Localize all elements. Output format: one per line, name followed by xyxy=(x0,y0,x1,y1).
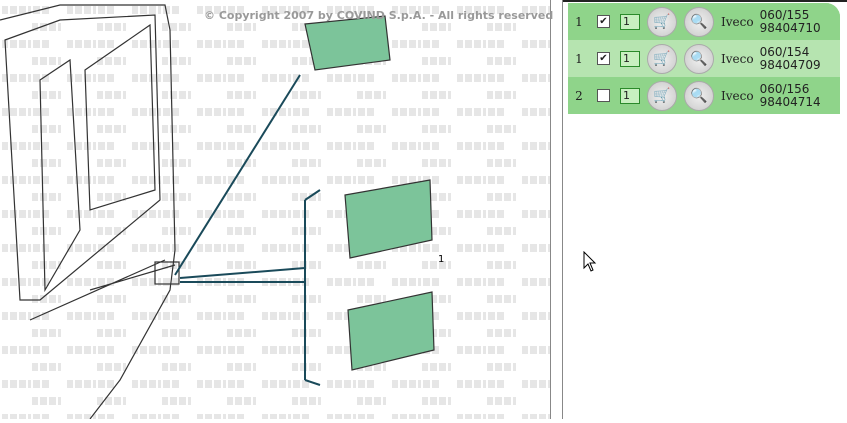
handle-part-1 xyxy=(304,15,391,71)
quantity-input[interactable]: 1 xyxy=(620,50,640,67)
quantity: 2 xyxy=(575,88,583,103)
leader-lines xyxy=(174,74,321,386)
top-border xyxy=(563,0,847,2)
select-checkbox[interactable]: ✔ xyxy=(597,52,610,65)
quantity: 1 xyxy=(575,51,583,66)
select-checkbox[interactable] xyxy=(597,89,610,102)
cart-icon[interactable]: 🛒 xyxy=(647,80,677,111)
part-code: 060/156 xyxy=(759,81,810,96)
cart-icon[interactable]: 🛒 xyxy=(647,43,677,74)
brand: Iveco xyxy=(721,88,754,103)
search-icon[interactable]: 🔍 xyxy=(684,80,714,111)
select-checkbox[interactable]: ✔ xyxy=(597,15,610,28)
part-code: 060/154 xyxy=(759,44,810,59)
ref-label: 1 xyxy=(438,254,444,265)
handle-part-2 xyxy=(344,179,433,259)
cart-icon[interactable]: 🛒 xyxy=(647,6,677,37)
quantity-input[interactable]: 1 xyxy=(620,87,640,104)
brand: Iveco xyxy=(721,51,754,66)
parts-diagram[interactable]: 1 © Copyright 2007 by COVIND S.p.A. - Al… xyxy=(0,0,554,420)
quantity: 1 xyxy=(575,14,583,29)
part-number: 98404714 xyxy=(759,94,821,109)
part-code: 060/155 xyxy=(759,7,810,22)
part-number: 98404709 xyxy=(759,57,821,72)
mouse-cursor-icon xyxy=(583,251,597,272)
divider xyxy=(562,0,563,419)
search-icon[interactable]: 🔍 xyxy=(684,6,714,37)
handle-part-3 xyxy=(347,291,435,371)
door-handles xyxy=(304,15,435,371)
watermark-pattern xyxy=(0,0,550,419)
exploded-view-drawing: 1 xyxy=(0,0,550,420)
brand: Iveco xyxy=(721,14,754,29)
copyright-notice: © Copyright 2007 by COVIND S.p.A. - All … xyxy=(204,9,554,22)
quantity-input[interactable]: 1 xyxy=(620,13,640,30)
part-number: 98404710 xyxy=(759,20,821,35)
search-icon[interactable]: 🔍 xyxy=(684,43,714,74)
door-outline xyxy=(0,4,180,420)
